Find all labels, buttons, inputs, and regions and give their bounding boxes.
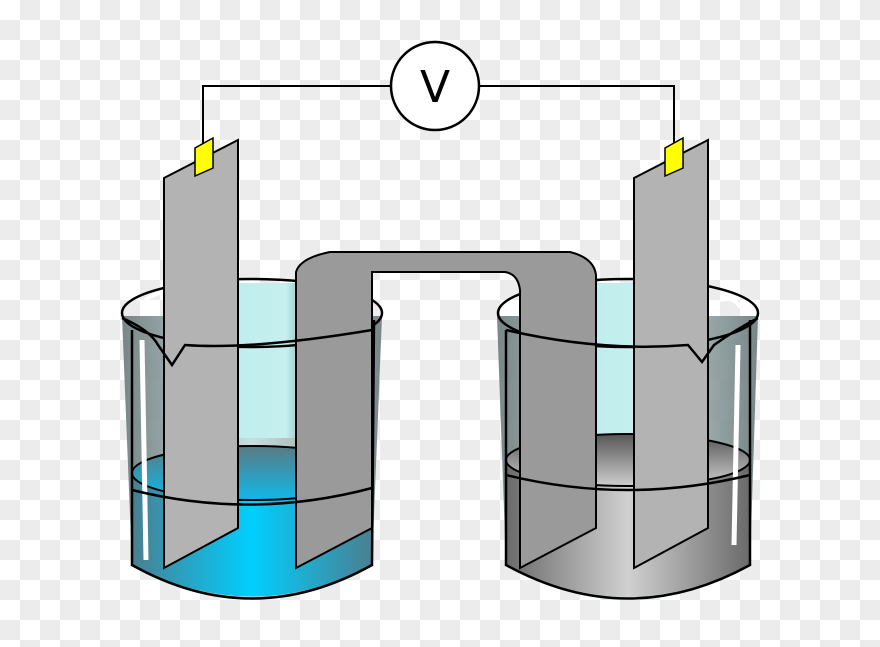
beaker-front-rims <box>121 316 759 506</box>
left-electrode <box>163 136 239 570</box>
salt-bridge <box>295 251 597 570</box>
left-terminal <box>194 136 214 178</box>
voltmeter-label: V <box>420 62 450 113</box>
right-terminal <box>664 136 684 178</box>
right-electrode <box>633 136 709 570</box>
voltmeter-icon: V <box>389 40 481 132</box>
circuit-wire <box>202 85 675 150</box>
